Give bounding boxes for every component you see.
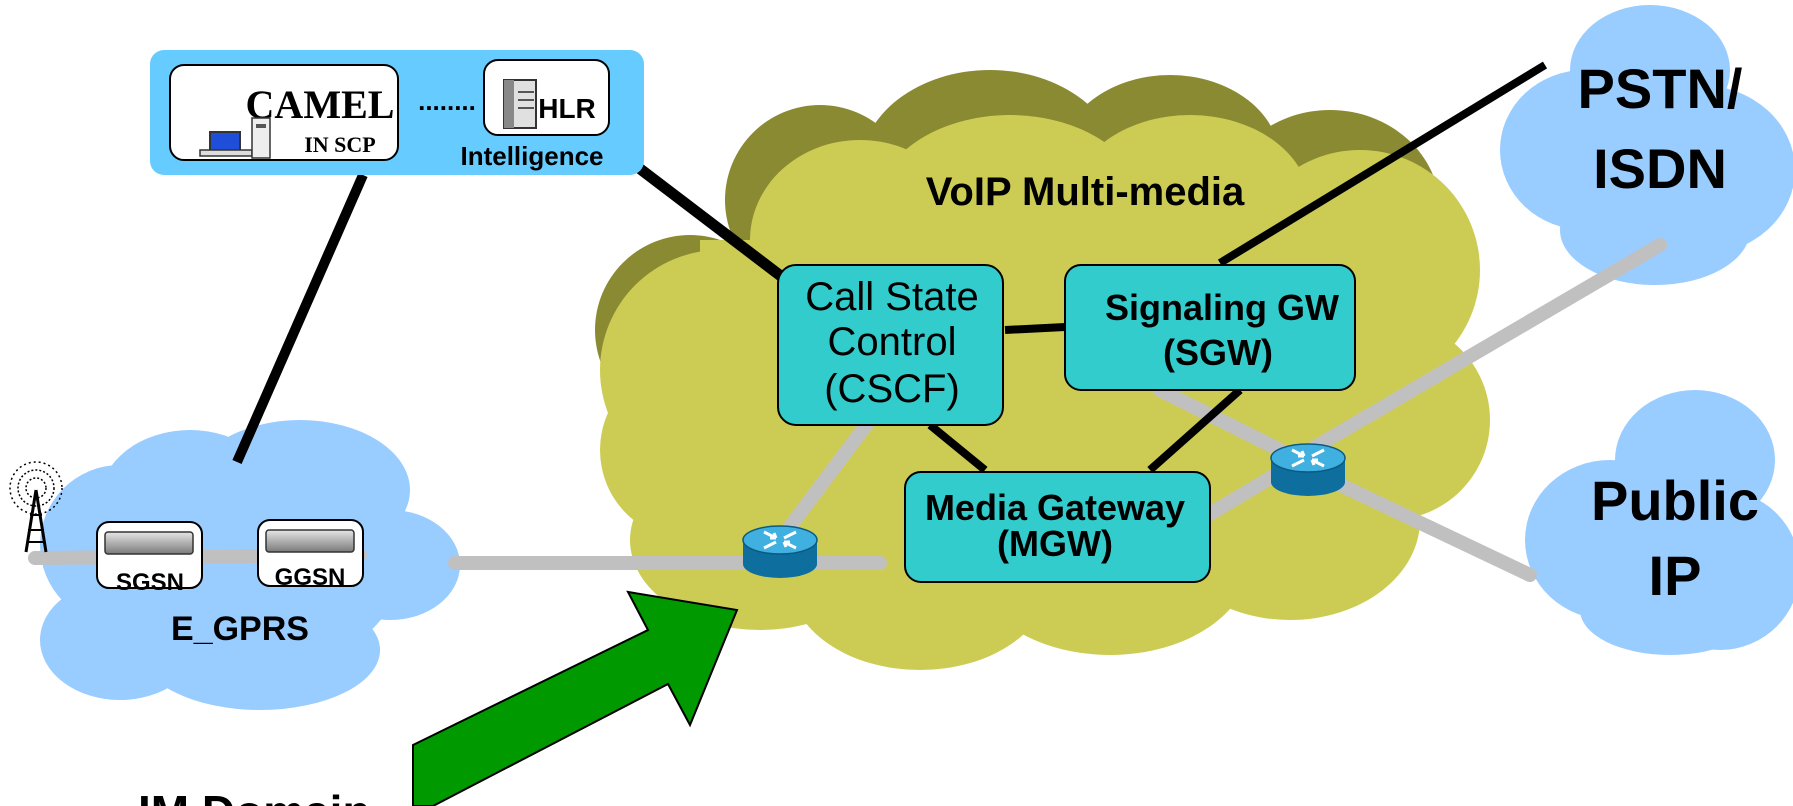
pstn-cloud	[1500, 5, 1793, 285]
hlr-label: HLR	[538, 93, 596, 124]
link-egprs-intelligence	[232, 172, 368, 465]
egprs-title: E_GPRS	[171, 610, 309, 648]
public-ip-cloud	[1525, 390, 1793, 655]
im-domain-arrow	[412, 590, 739, 806]
link-sgw-router2	[1153, 383, 1307, 467]
intelligence-caption: Intelligence	[460, 141, 603, 171]
mgw-line-2: (MGW)	[997, 523, 1113, 564]
signaling-links	[232, 61, 1548, 474]
cscf-line-2: Control	[828, 320, 957, 364]
link-cscf-sgw	[1004, 323, 1066, 334]
public-ip-line-2: IP	[1649, 544, 1702, 607]
cscf-line-1: Call State	[805, 275, 978, 319]
computer-icon	[199, 117, 271, 159]
sgsn-label: SGSN	[116, 569, 184, 596]
public-ip-line-1: Public	[1591, 469, 1759, 532]
link-sgw-mgw	[1147, 387, 1243, 473]
radio-tower-icon	[9, 461, 63, 553]
link-cscf-mgw	[927, 421, 988, 474]
cscf-node: Call State Control (CSCF)	[777, 264, 1004, 426]
voip-cloud-title: VoIP Multi-media	[926, 170, 1245, 214]
pstn-line-2: ISDN	[1593, 137, 1727, 200]
cscf-line-3: (CSCF)	[824, 367, 960, 411]
ggsn-node: GGSN	[257, 519, 364, 591]
router-icon	[742, 525, 818, 578]
dotted-connector: ........	[418, 86, 476, 116]
sgw-node: Signaling GW (SGW)	[1064, 264, 1356, 391]
sgw-line-2: (SGW)	[1163, 332, 1273, 373]
pstn-line-1: PSTN/	[1578, 57, 1743, 120]
im-domain-label: IM Domain	[138, 786, 371, 806]
link-sgw-pstn	[1217, 61, 1548, 267]
router-icon	[1270, 443, 1346, 496]
mgw-line-1: Media Gateway	[925, 487, 1185, 528]
link-router2-pstn	[1303, 238, 1667, 457]
sgsn-device-icon	[104, 531, 194, 555]
ggsn-label: GGSN	[275, 564, 346, 591]
server-icon	[503, 79, 537, 129]
link-router2-public-ip	[1323, 473, 1537, 582]
sgw-line-1: Signaling GW	[1105, 287, 1339, 328]
camel-subtitle: IN SCP	[304, 132, 376, 157]
intelligence-panel: CAMEL IN SCP ........ HLR Intelligence	[150, 50, 644, 175]
mgw-node: Media Gateway (MGW)	[904, 471, 1211, 583]
link-intelligence-cscf	[631, 160, 794, 288]
sgsn-node: SGSN	[96, 521, 203, 596]
ggsn-device-icon	[265, 529, 355, 553]
